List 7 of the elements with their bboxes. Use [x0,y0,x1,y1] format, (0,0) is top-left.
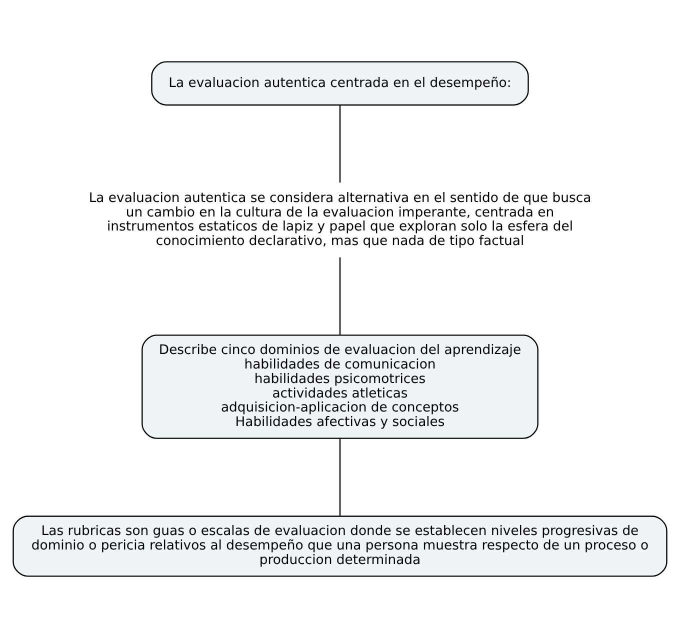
node-box: Describe cinco dominios de evaluacion del aprendizaje habilidades de comunicacion habilidades psicomotrices actividades atleticas adquisicion-aplicacion de conceptos Habilidades afectivas y sociales [142,334,538,439]
connector [339,438,341,516]
connector [339,104,341,183]
connector [339,257,341,335]
node-box: La evaluacion autentica centrada en el desempeño: [151,61,529,106]
node-box: Las rubricas son guas o escalas de evaluacion donde se establecen niveles progresivas de dominio o pericia relativos al desempeño que una persona muestra respecto de un proceso o produccion determinada [12,516,668,577]
node-text: La evaluacion autentica se considera alternativa en el sentido de que busca un cambio en la cultura de la evaluacion imperante, centrada en instrumentos estaticos de lapiz y papel que exploran solo la esfera del conocimiento declarativo, mas que nada de tipo factual [88,190,592,250]
